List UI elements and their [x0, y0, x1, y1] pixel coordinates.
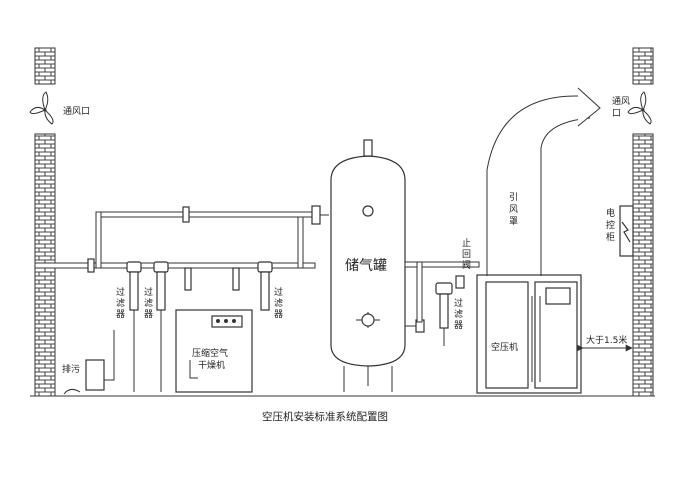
- vent-right-label-1: 通风: [612, 96, 630, 107]
- dryer-label-line2: 干燥机: [198, 359, 225, 371]
- check-valve-label-c: 阀: [462, 260, 471, 271]
- hood-label-b: 风: [509, 204, 518, 215]
- drain-label: 排污: [62, 363, 80, 375]
- check-valve-label-b: 回: [462, 249, 471, 260]
- cabinet-label-c: 柜: [606, 231, 615, 243]
- filter-1: [126, 261, 142, 392]
- hood-label-c: 罩: [509, 216, 518, 227]
- cabinet-label-a: 电: [606, 207, 615, 219]
- filter-4-label-c: 器: [454, 320, 463, 331]
- main-pipeline: [34, 205, 329, 273]
- filter-3-label-a: 过: [274, 286, 283, 298]
- air-tank: [330, 139, 425, 392]
- control-cabinet: [619, 205, 634, 257]
- right-vent-fan-icon: [627, 91, 652, 125]
- clearance-label: 大于1.5米: [586, 334, 627, 346]
- outlet-pipeline: [404, 261, 480, 323]
- cabinet-label-b: 控: [606, 219, 615, 231]
- filter-3: [257, 261, 273, 311]
- filter-group-left: [126, 261, 273, 392]
- compressor-label: 空压机: [491, 341, 518, 353]
- filter-3-label-c: 器: [274, 309, 283, 320]
- filter-2-label-b: 滤: [144, 297, 153, 309]
- vent-left-label: 通风口: [63, 106, 90, 117]
- filter-1-label-b: 滤: [116, 297, 125, 309]
- check-valve-label-a: 止: [462, 237, 471, 249]
- filter-1-label-a: 过: [116, 286, 125, 298]
- dryer-label-line1: 压缩空气: [192, 347, 228, 359]
- filter-2-label-c: 器: [144, 309, 153, 320]
- filter-4-label-a: 过: [454, 297, 463, 309]
- air-compressor: [476, 274, 582, 394]
- filter-4: [435, 282, 453, 346]
- filter-2: [153, 261, 169, 392]
- draft-hood: [486, 87, 601, 276]
- check-valve-icon: [455, 275, 465, 289]
- hood-label-a: 引: [509, 192, 518, 203]
- filter-1-label-c: 器: [116, 309, 125, 320]
- drain-unit: [63, 330, 115, 395]
- vent-right-label-2: 口: [612, 109, 621, 119]
- air-dryer: [175, 309, 253, 393]
- left-vent-fan-icon: [29, 91, 54, 125]
- filter-2-label-a: 过: [144, 286, 153, 298]
- tank-label: 储气罐: [345, 258, 387, 274]
- filter-4-label-b: 滤: [454, 308, 463, 320]
- filter-3-label-b: 滤: [274, 297, 283, 309]
- diagram-caption: 空压机安装标准系统配置图: [262, 410, 388, 423]
